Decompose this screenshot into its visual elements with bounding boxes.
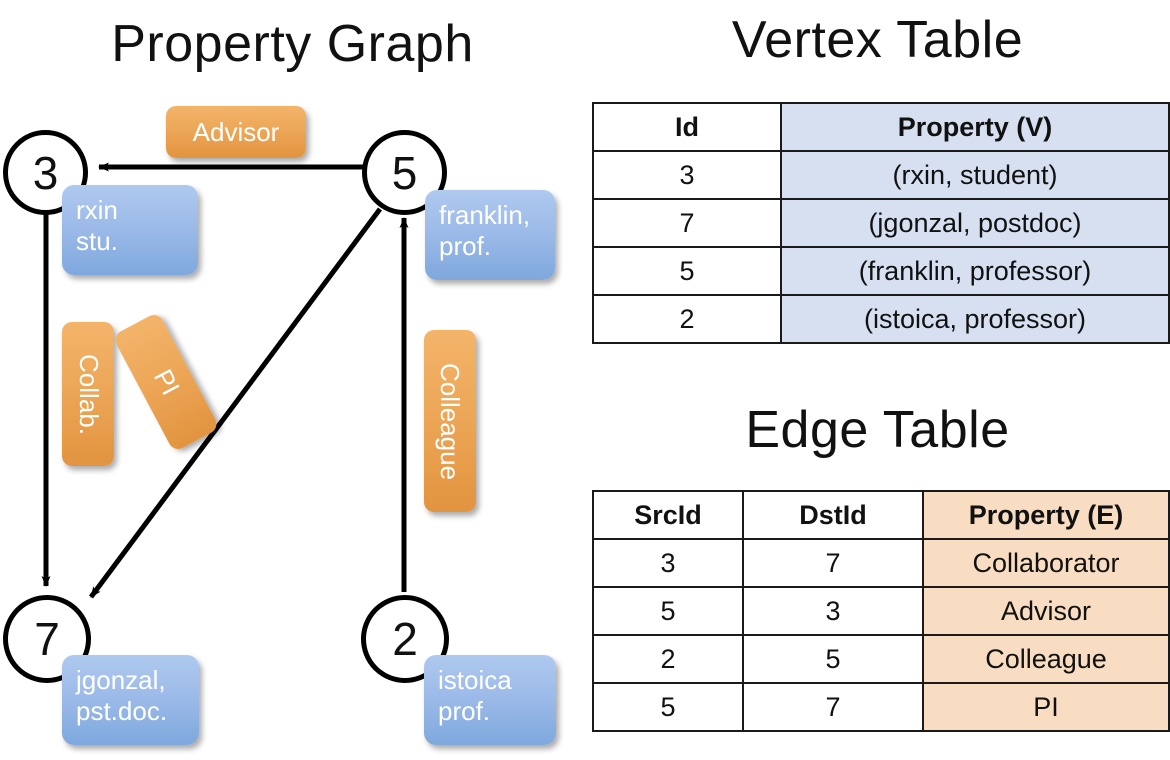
edge-label-colleague[interactable]: Colleague	[424, 330, 476, 512]
vertex-property-cell: (jgonzal, postdoc)	[780, 198, 1170, 248]
edge-arrow-pi	[88, 207, 383, 599]
graph-node-5[interactable]: 5	[362, 130, 447, 215]
vertex-table-header-id: Id	[592, 102, 782, 152]
graph-edge-arrows	[41, 162, 409, 599]
table-row: 5 7 PI	[592, 682, 1170, 732]
node-property-box-istoica[interactable]: istoica prof.	[424, 655, 556, 745]
table-row: 5 3 Advisor	[592, 586, 1170, 636]
edge-dstid-cell: 5	[742, 634, 924, 684]
vertex-id-cell: 2	[592, 294, 782, 344]
edge-table-header-property: Property (E)	[922, 490, 1170, 540]
edge-table-header-srcid: SrcId	[592, 490, 744, 540]
edge-srcid-cell: 2	[592, 634, 744, 684]
vertex-property-cell: (istoica, professor)	[780, 294, 1170, 344]
page-title-edge-table: Edge Table	[745, 401, 1010, 459]
page-title-property-graph: Property Graph	[111, 15, 474, 73]
page-title-vertex-table: Vertex Table	[731, 11, 1024, 69]
edge-table: SrcId DstId Property (E) 3 7 Collaborato…	[592, 490, 1170, 732]
vertex-id-cell: 7	[592, 198, 782, 248]
vertex-property-cell: (rxin, student)	[780, 150, 1170, 200]
edge-dstid-cell: 3	[742, 586, 924, 636]
edge-property-cell: Advisor	[922, 586, 1170, 636]
node-property-line-1: istoica	[438, 665, 512, 695]
node-property-box-jgonzal[interactable]: jgonzal, pst.doc.	[62, 655, 199, 745]
node-property-line-2: pst.doc.	[76, 695, 168, 726]
edge-table-header-dstid: DstId	[742, 490, 924, 540]
table-row: 5 (franklin, professor)	[592, 246, 1170, 296]
table-header-row: SrcId DstId Property (E)	[592, 490, 1170, 540]
node-property-line-2: prof.	[439, 230, 492, 261]
graph-node-2[interactable]: 2	[361, 595, 449, 683]
node-property-box-franklin[interactable]: franklin, prof.	[425, 190, 555, 280]
edge-label-pi-text: PI	[147, 363, 186, 400]
edge-dstid-cell: 7	[742, 682, 924, 732]
vertex-table: Id Property (V) 3 (rxin, student) 7 (jgo…	[592, 102, 1170, 344]
edge-property-cell: Colleague	[922, 634, 1170, 684]
table-row: 2 5 Colleague	[592, 634, 1170, 684]
edge-dstid-cell: 7	[742, 538, 924, 588]
graph-node-7-label: 7	[34, 613, 60, 665]
table-row: 2 (istoica, professor)	[592, 294, 1170, 344]
node-property-line-2: stu.	[76, 225, 118, 256]
edge-srcid-cell: 5	[592, 682, 744, 732]
edge-srcid-cell: 5	[592, 586, 744, 636]
table-row: 3 7 Collaborator	[592, 538, 1170, 588]
vertex-table-header-property: Property (V)	[780, 102, 1170, 152]
edge-label-colleague-text: Colleague	[435, 362, 466, 480]
graph-node-2-label: 2	[392, 613, 418, 665]
edge-label-collaborator[interactable]: Collab.	[62, 322, 114, 466]
vertex-id-cell: 3	[592, 150, 782, 200]
vertex-id-cell: 5	[592, 246, 782, 296]
table-row: 3 (rxin, student)	[592, 150, 1170, 200]
graph-node-5-label: 5	[391, 146, 418, 199]
edge-label-advisor-text: Advisor	[192, 116, 280, 147]
edge-srcid-cell: 3	[592, 538, 744, 588]
property-graph-diagram: 3 5 7 2 rxin stu. franklin, prof. jgonza…	[3, 106, 556, 745]
node-property-line-1: rxin	[76, 195, 118, 225]
vertex-property-cell: (franklin, professor)	[780, 246, 1170, 296]
edge-property-cell: PI	[922, 682, 1170, 732]
node-property-line-1: jgonzal,	[76, 665, 166, 695]
edge-label-advisor[interactable]: Advisor	[166, 106, 306, 158]
edge-property-cell: Collaborator	[922, 538, 1170, 588]
graph-node-3-label: 3	[32, 146, 59, 199]
node-property-line-1: franklin,	[439, 200, 531, 230]
table-row: 7 (jgonzal, postdoc)	[592, 198, 1170, 248]
node-property-box-rxin[interactable]: rxin stu.	[62, 185, 198, 275]
edge-label-collaborator-text: Collab.	[73, 353, 104, 435]
node-property-line-2: prof.	[438, 695, 491, 726]
table-header-row: Id Property (V)	[592, 102, 1170, 152]
